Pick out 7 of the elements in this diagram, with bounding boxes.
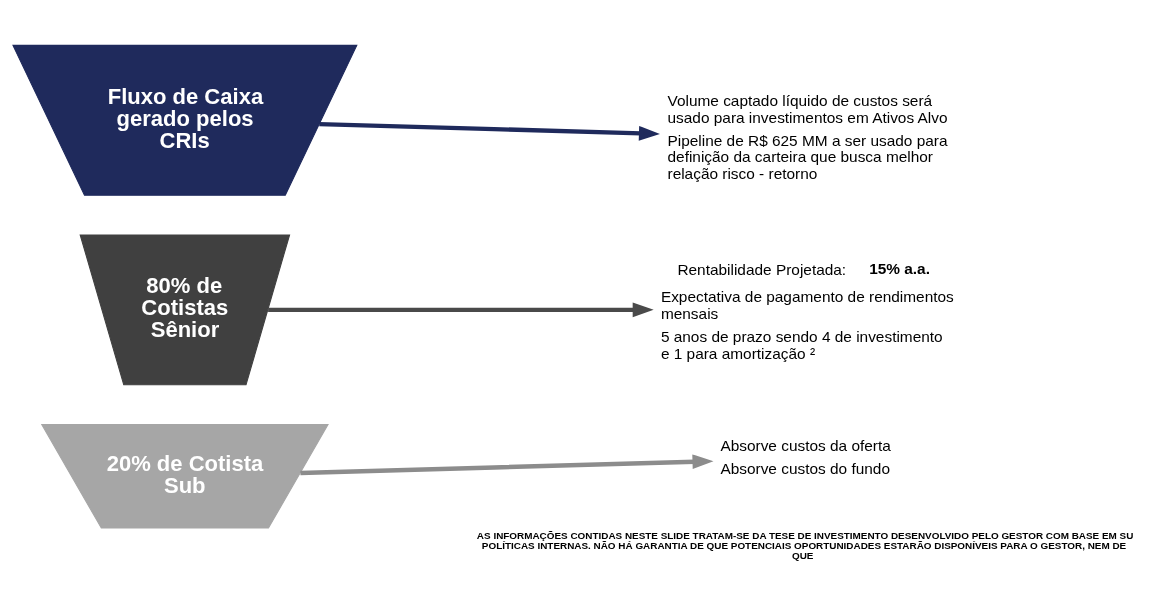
node-text: Volume captado líquido de custos será usado para investimentos em Ativos Alvo Pipeline de R$ 625 MM a ser usado para definição da carteira que busca melhor relação risco - retorno xyxy=(667,91,948,182)
node-text: Absorve custos da oferta Absorve custos do fundo xyxy=(720,436,891,477)
arrow xyxy=(300,453,714,475)
node-text: Rentabilidade Projetada: 15% a.a. Expectativa de pagamento de rendimentos mensais 5 anos de prazo sendo 4 de investimento e 1 para amortização ² xyxy=(660,259,954,362)
label: AS INFORMAÇÕES CONTIDAS NESTE SLIDE TRATAM-SE DA TESE DE INVESTIMENTO DESENVOLVIDO PELO GESTOR COM BASE EM SU POLÍTICAS INTERNAS. NÃO HÁ GARANTIA DE QUE POTENCIAIS OPORTUNIDADES ESTARÃO DISPONÍVEIS PARA O GESTOR, NEM DE QUE xyxy=(476,529,1134,561)
arrow xyxy=(268,302,654,317)
arrow xyxy=(319,121,660,141)
